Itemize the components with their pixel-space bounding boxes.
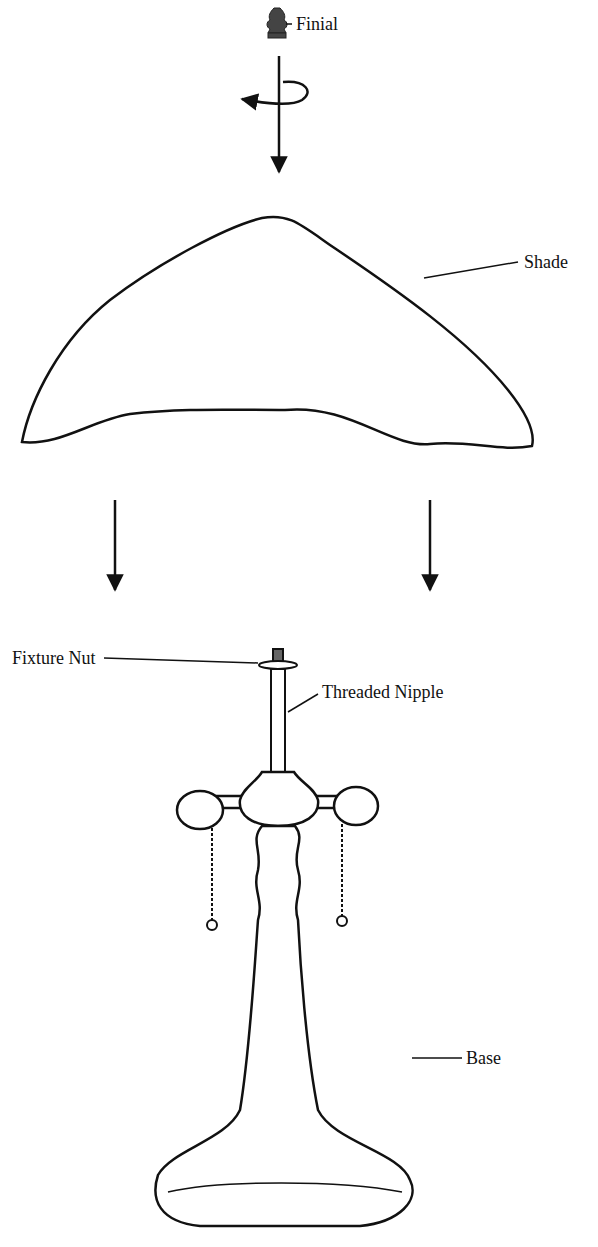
threaded-nipple — [271, 669, 285, 773]
leader-line — [288, 694, 318, 712]
rotate-arrow — [242, 56, 308, 172]
part-label: Base — [466, 1047, 501, 1069]
part-label: Finial — [296, 13, 338, 35]
leader-line — [286, 23, 292, 25]
part-label: Threaded Nipple — [322, 681, 443, 703]
lamp-shade — [22, 217, 533, 448]
part-label: Shade — [524, 251, 568, 273]
lamp-base — [155, 826, 412, 1226]
fixture-nut — [259, 649, 297, 669]
leader-line — [104, 658, 258, 663]
leader-line — [424, 262, 518, 278]
socket-cluster — [177, 772, 378, 829]
finial-icon — [267, 8, 287, 38]
base-rim — [168, 1183, 402, 1192]
part-label: Fixture Nut — [12, 647, 96, 669]
down-arrow — [115, 500, 430, 590]
leader-line — [412, 1057, 462, 1059]
